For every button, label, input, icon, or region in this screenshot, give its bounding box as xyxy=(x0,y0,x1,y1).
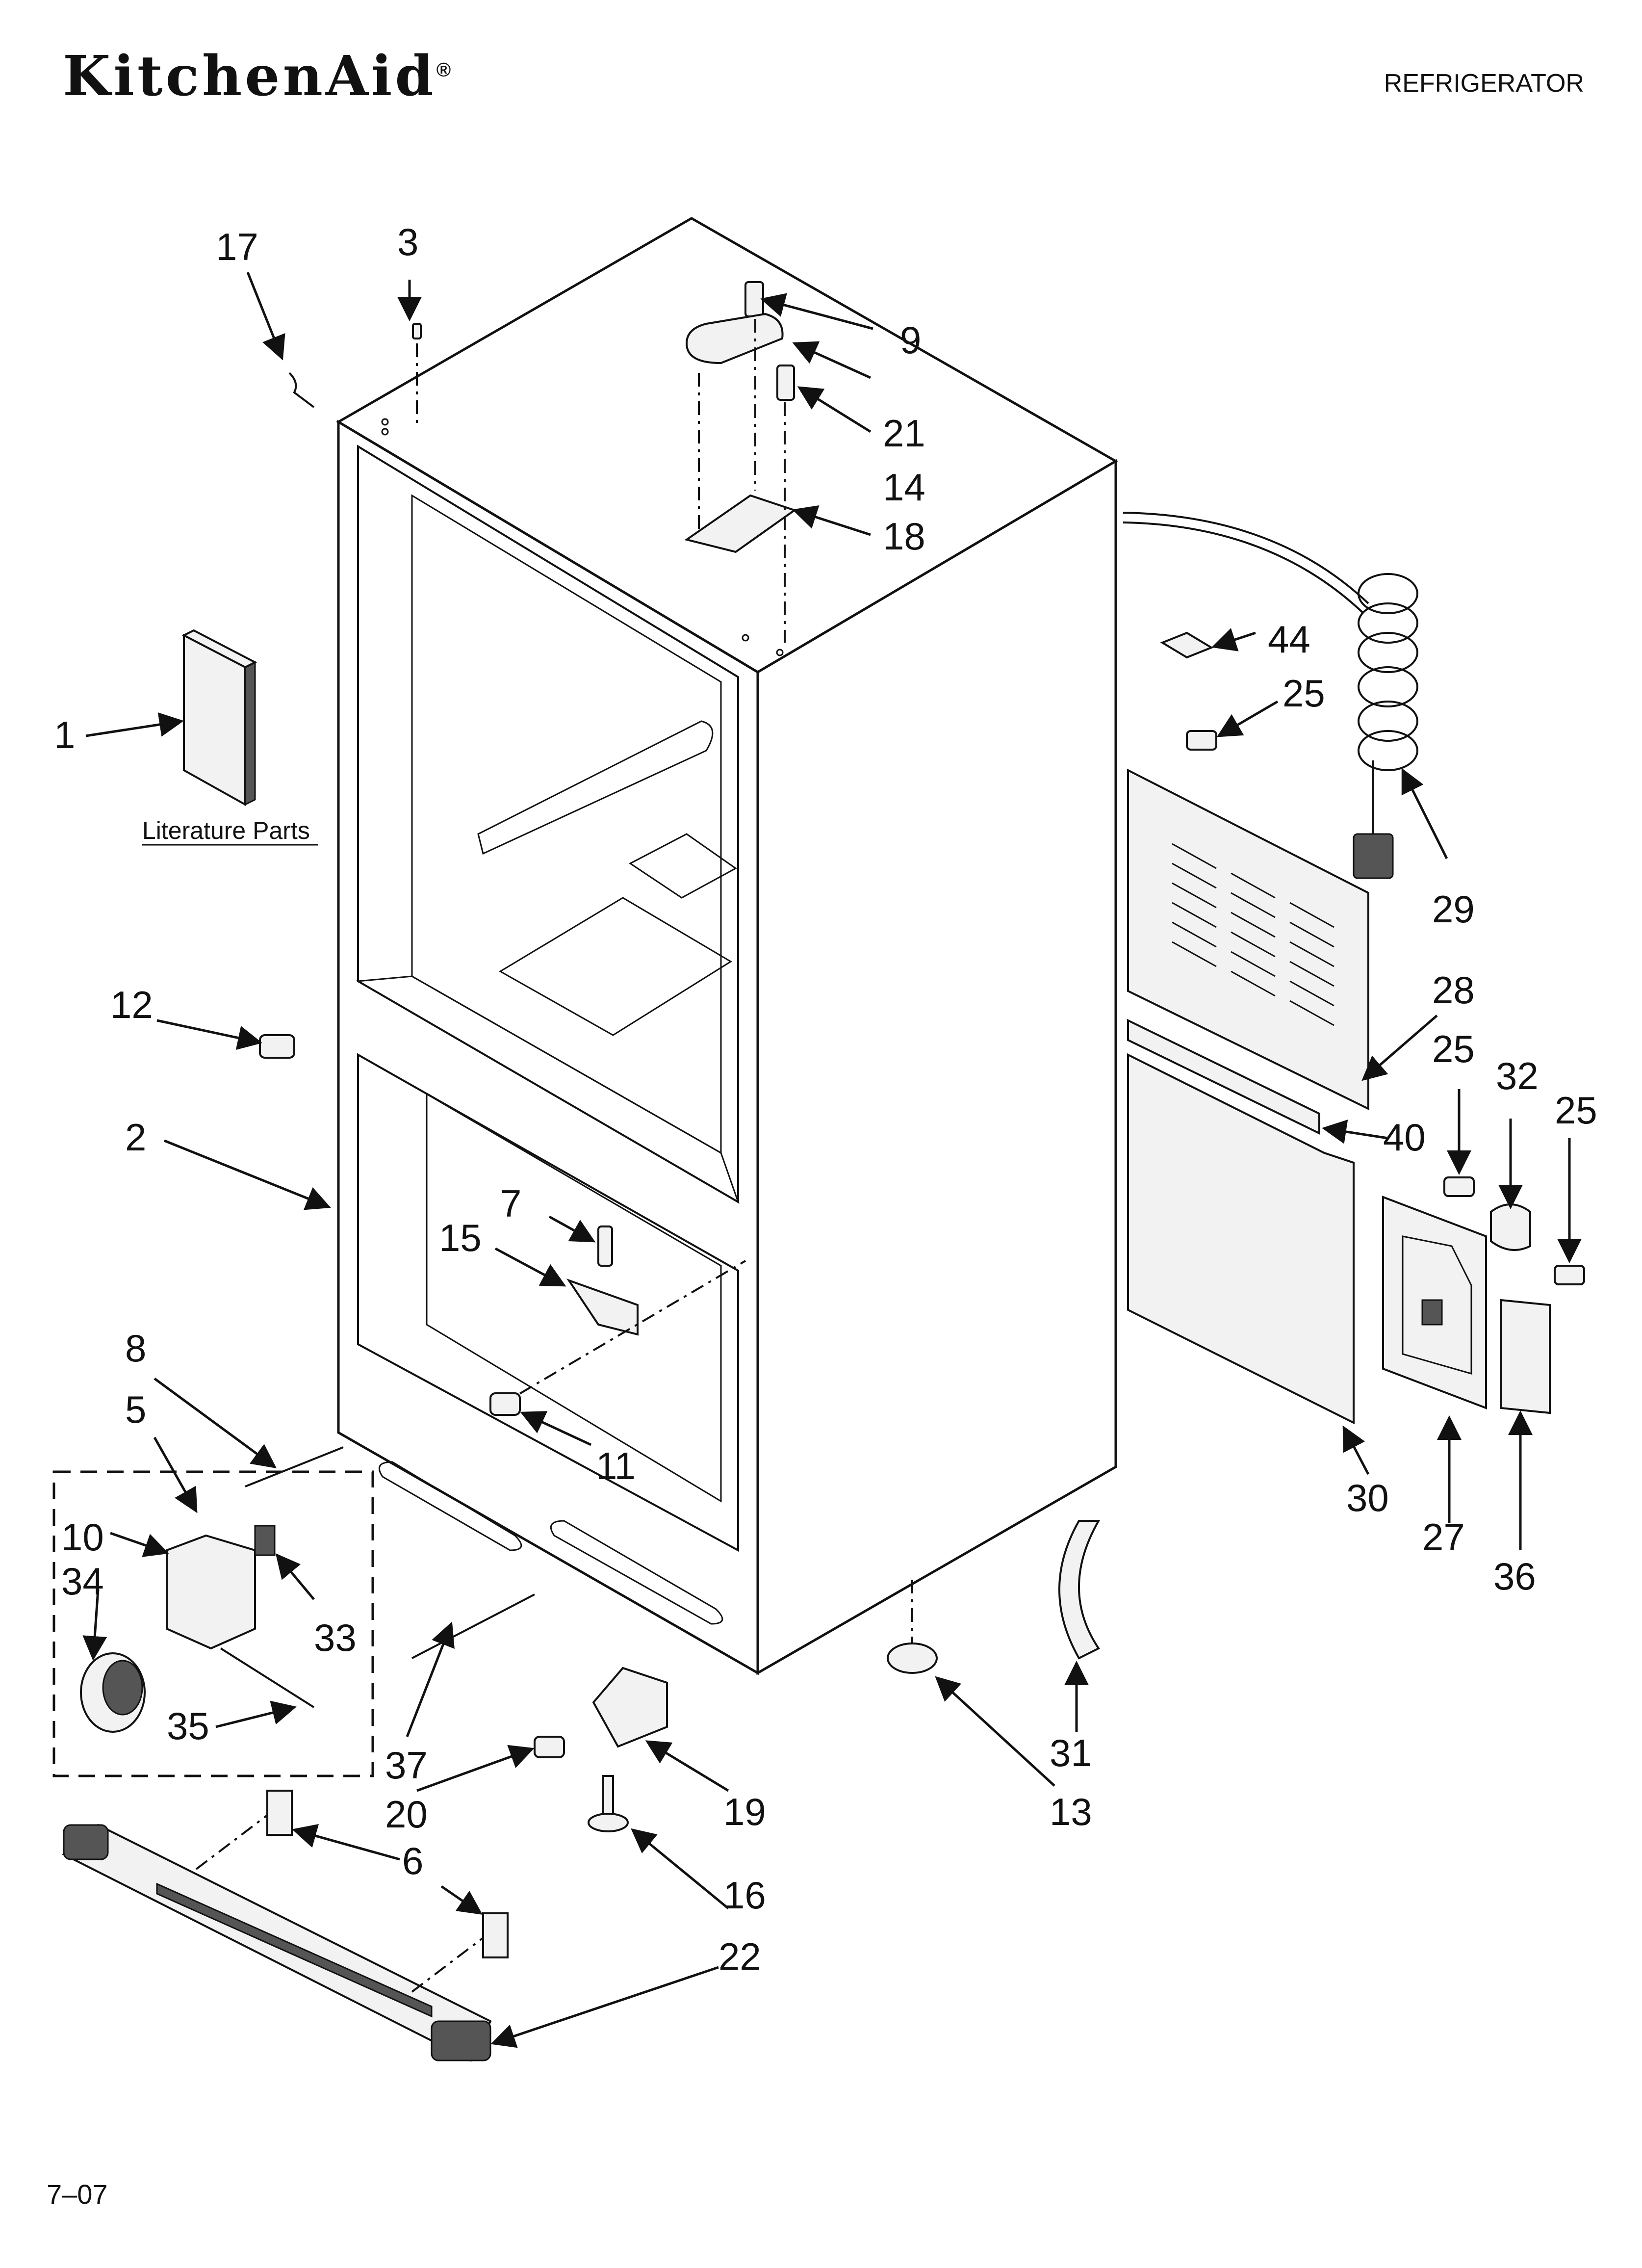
callout-25-mid: 25 xyxy=(1432,1027,1475,1070)
wheel-kit-box xyxy=(52,1470,374,1777)
hinge-19 xyxy=(592,1667,668,1748)
callout-31: 31 xyxy=(1050,1731,1092,1774)
literature-book xyxy=(181,629,257,807)
callout-44: 44 xyxy=(1268,618,1310,661)
freezer-liner xyxy=(426,1093,722,1503)
access-panel-30 xyxy=(1127,1053,1355,1425)
callout-14: 14 xyxy=(883,466,925,509)
gasket-40 xyxy=(1127,1018,1320,1135)
top-hinge-assembly xyxy=(288,281,797,643)
callout-34: 34 xyxy=(61,1560,104,1603)
toe-slot-right xyxy=(550,1520,723,1625)
power-cord xyxy=(1123,512,1418,879)
callout-9: 9 xyxy=(900,318,921,362)
registered-mark: ® xyxy=(436,59,454,81)
screw-11 xyxy=(489,1392,521,1416)
callout-6: 6 xyxy=(402,1839,423,1882)
toe-slot-left xyxy=(378,1461,522,1551)
callout-3: 3 xyxy=(397,220,418,263)
callout-35: 35 xyxy=(167,1704,209,1747)
callout-22: 22 xyxy=(718,1935,761,1978)
liner-floor xyxy=(356,975,740,1204)
bolt-8 xyxy=(245,1446,344,1487)
screw-12 xyxy=(259,1034,295,1059)
callout-12: 12 xyxy=(110,983,153,1026)
callout-1: 1 xyxy=(54,713,75,756)
callout-30: 30 xyxy=(1346,1476,1389,1519)
callout-25-right: 25 xyxy=(1555,1089,1597,1132)
crisper-tray xyxy=(499,897,732,1036)
bracket-15 xyxy=(566,1278,639,1336)
callout-5: 5 xyxy=(125,1388,146,1431)
callout-17: 17 xyxy=(216,225,258,268)
callout-19: 19 xyxy=(723,1790,766,1833)
screw-3 xyxy=(412,323,422,339)
clip-6-right xyxy=(482,1912,509,1958)
axle-35 xyxy=(220,1647,315,1708)
callout-10: 10 xyxy=(61,1515,104,1559)
base-grille-22 xyxy=(62,1824,492,2062)
callout-labels: 17 3 9 21 14 18 44 25 1 29 12 28 25 32 2… xyxy=(54,220,1597,1978)
vent-grille xyxy=(629,833,737,899)
hinge-screw-14 xyxy=(776,365,795,401)
callout-7: 7 xyxy=(500,1182,521,1225)
cabinet-side xyxy=(756,459,1117,1675)
callout-37: 37 xyxy=(385,1744,428,1787)
document-title: REFRIGERATOR xyxy=(1384,69,1584,98)
callout-21: 21 xyxy=(883,412,925,455)
hinge-cover-21 xyxy=(685,313,784,365)
callout-16: 16 xyxy=(723,1874,766,1917)
trim-17 xyxy=(288,372,315,408)
roller-bracket-10 xyxy=(166,1525,276,1650)
callout-15: 15 xyxy=(439,1216,482,1259)
compressor-cover-28 xyxy=(1127,768,1369,1111)
callout-33: 33 xyxy=(314,1616,357,1659)
screw-25-right xyxy=(1554,1265,1585,1285)
callout-29: 29 xyxy=(1432,887,1475,931)
leader-arrows xyxy=(82,272,1582,2048)
pin-7 xyxy=(597,1225,613,1267)
callout-2: 2 xyxy=(125,1116,146,1159)
rod-37 xyxy=(411,1593,535,1659)
clip-6-left xyxy=(266,1790,293,1836)
cabinet xyxy=(336,217,1118,1675)
freezer-opening xyxy=(357,1053,739,1552)
callout-40: 40 xyxy=(1383,1116,1426,1159)
literature-parts-label: Literature Parts xyxy=(142,817,310,844)
roller-wheel-34 xyxy=(80,1652,146,1733)
plug-13 xyxy=(887,1642,938,1674)
brand-logo: KitchenAid® xyxy=(63,44,454,108)
hinge-screw-9 xyxy=(744,281,764,317)
date-code: 7–07 xyxy=(47,2179,108,2210)
tube-31 xyxy=(1058,1520,1101,1660)
bracket-27 xyxy=(1382,1196,1487,1409)
label-44 xyxy=(1160,631,1214,659)
screw-20 xyxy=(534,1736,565,1758)
callout-11: 11 xyxy=(596,1444,636,1487)
shelf-rail xyxy=(477,720,714,855)
callout-36: 36 xyxy=(1493,1555,1536,1598)
callout-20: 20 xyxy=(385,1793,428,1836)
clip-33 xyxy=(254,1525,276,1556)
callout-8: 8 xyxy=(125,1327,146,1370)
callout-25-upper: 25 xyxy=(1283,672,1325,715)
screw-25-upper xyxy=(1186,730,1217,751)
brand-name: KitchenAid xyxy=(63,44,436,108)
callout-32: 32 xyxy=(1496,1054,1539,1097)
callout-27: 27 xyxy=(1422,1515,1465,1559)
callout-13: 13 xyxy=(1050,1790,1092,1833)
callout-18: 18 xyxy=(883,515,925,558)
clamp-32 xyxy=(1490,1203,1531,1251)
screw-25-mid xyxy=(1443,1176,1475,1197)
cabinet-front xyxy=(337,419,759,1675)
leveling-leg-16 xyxy=(588,1775,629,1832)
cover-36 xyxy=(1500,1299,1551,1414)
callout-28: 28 xyxy=(1432,968,1475,1012)
